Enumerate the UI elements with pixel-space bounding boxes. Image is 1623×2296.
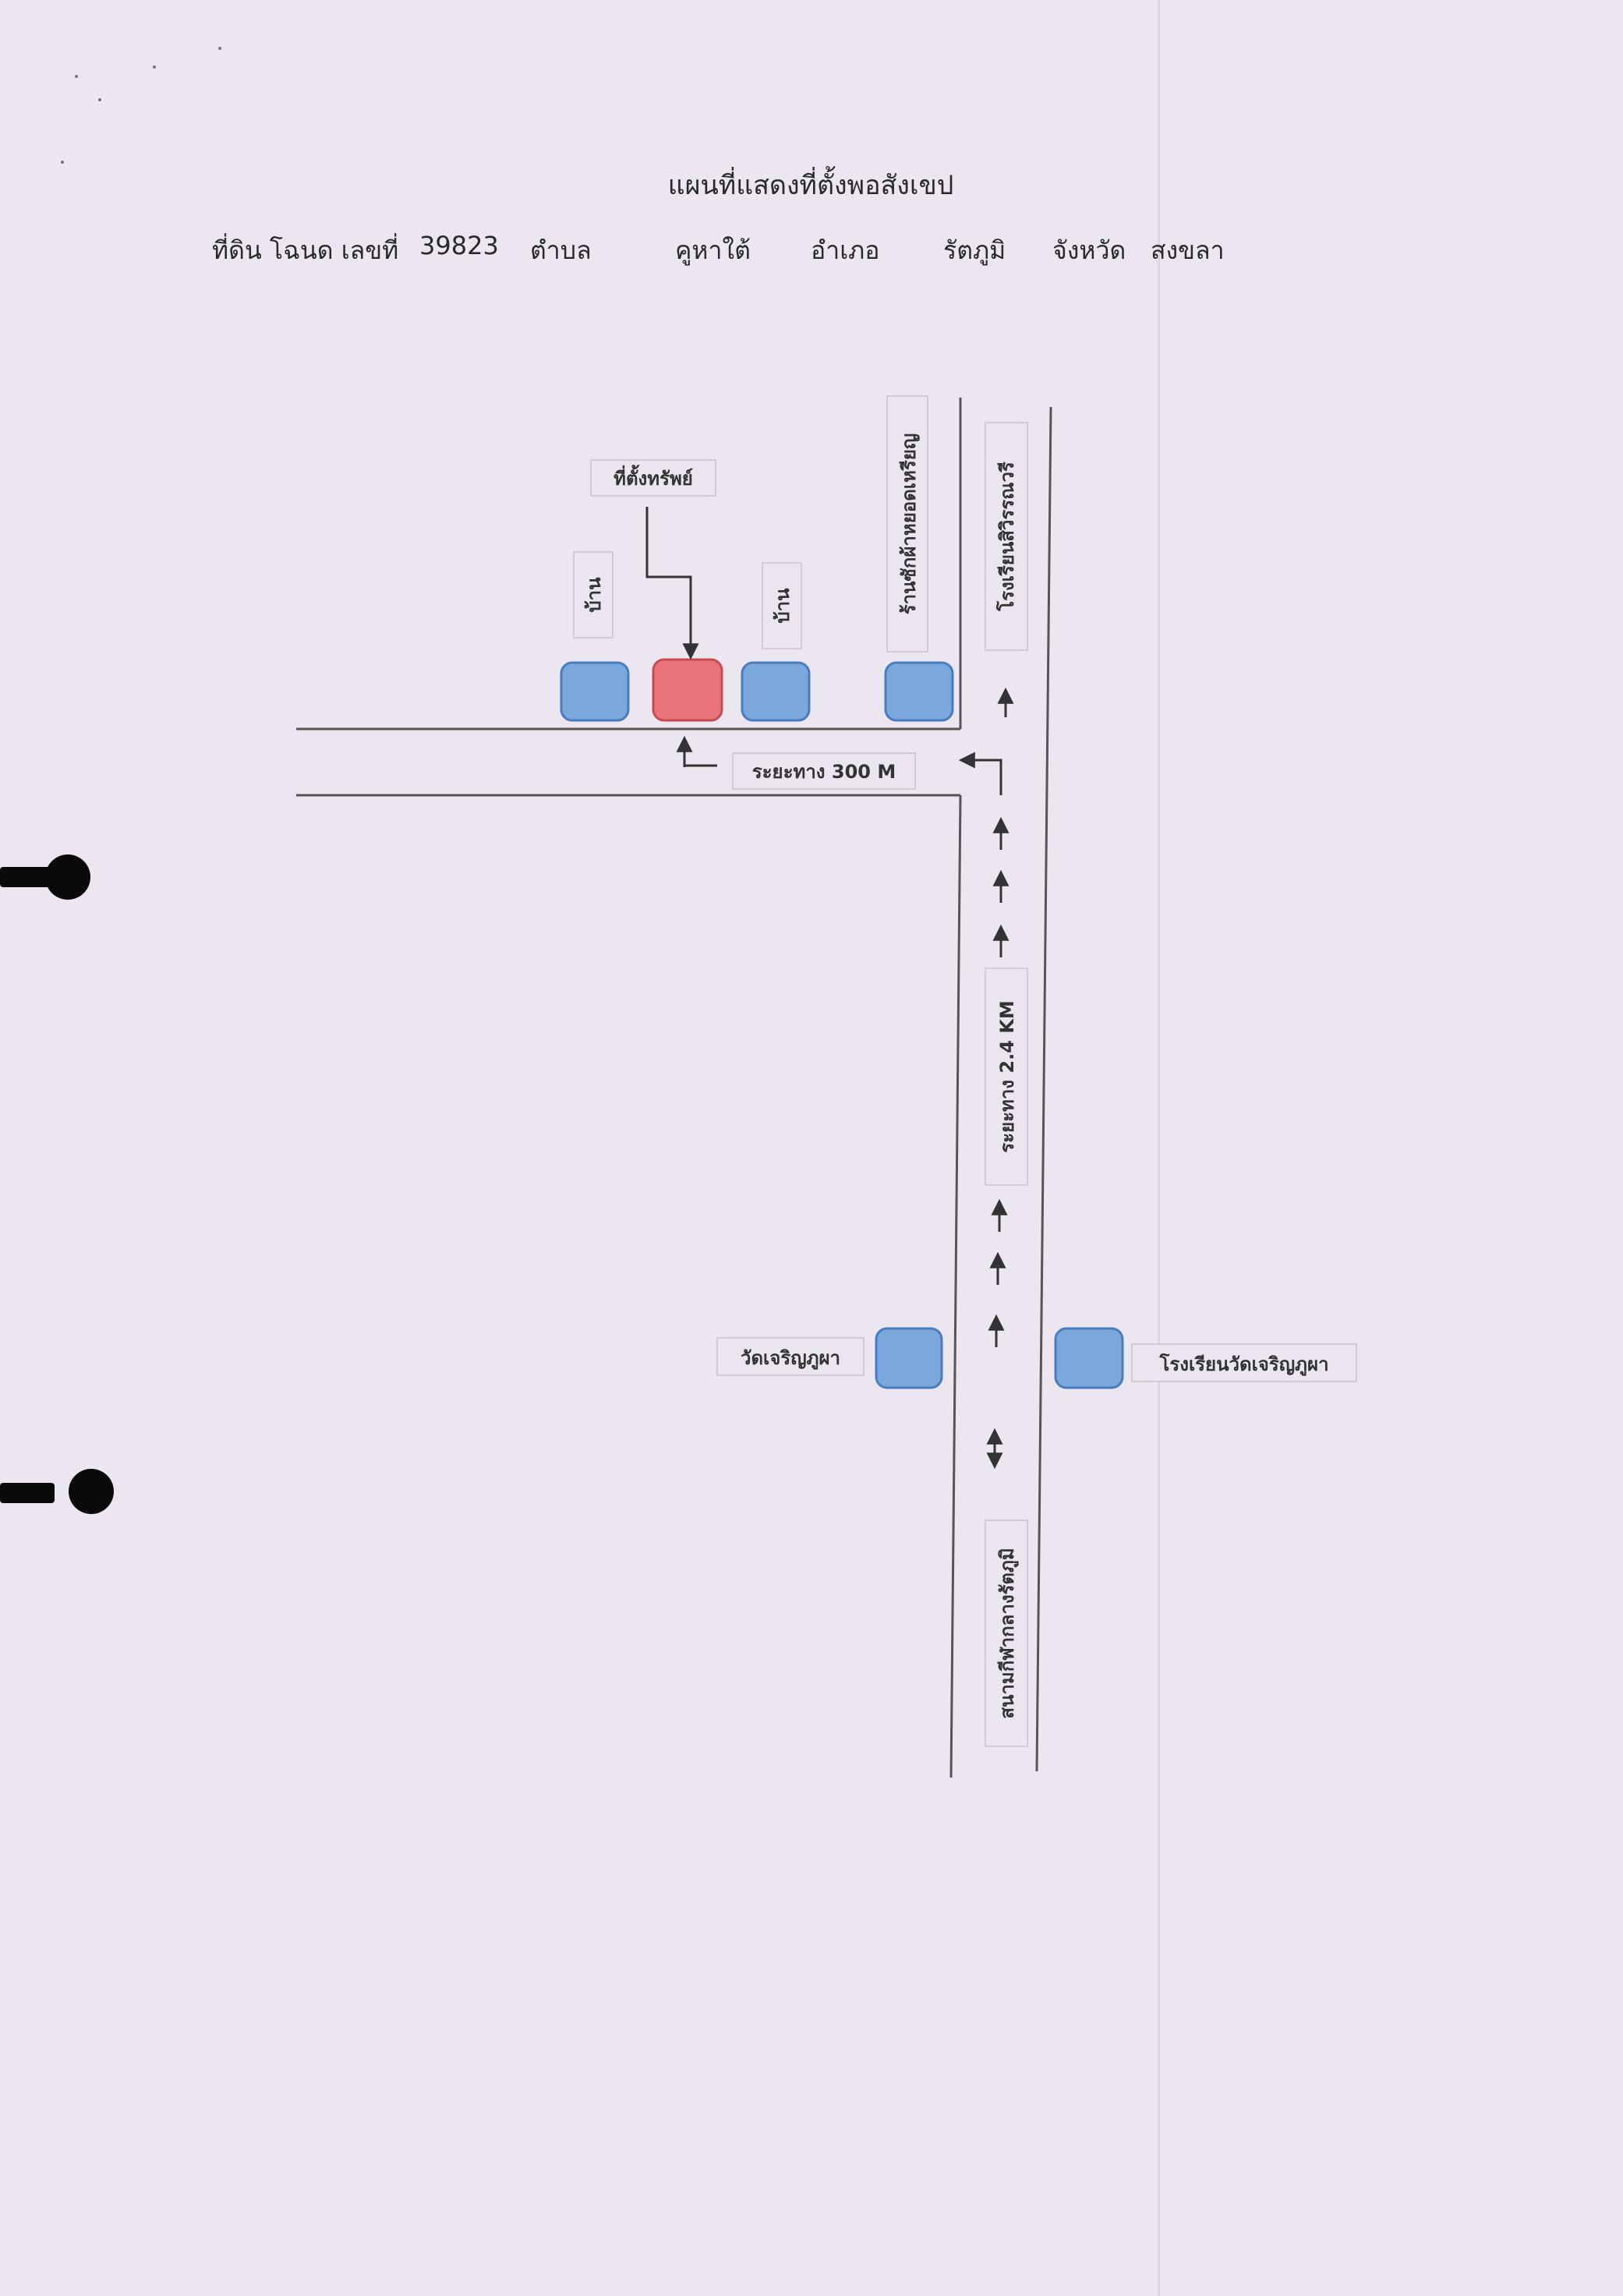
- main-road-left-edge-lower: [949, 794, 962, 1778]
- turn-arrow: [958, 752, 1002, 795]
- distance-side-road-label: ระยะทาง 300 M: [752, 761, 896, 783]
- province-value: สงขลา: [1151, 235, 1225, 265]
- deed-number: 39823: [419, 231, 499, 260]
- shop-label: ร้านซักผ้าหยอดเหรียญ: [898, 433, 920, 614]
- distance-main-road-label: ระยะทาง 2.4 KM: [996, 1000, 1018, 1152]
- house-left-label: บ้าน: [583, 577, 605, 613]
- binder-hole-tail: [0, 1483, 55, 1503]
- property-site-marker: [652, 658, 723, 722]
- pointer-arrow: [645, 507, 699, 660]
- house-left-marker: [560, 661, 630, 722]
- house-right-marker: [741, 661, 811, 722]
- binder-hole: [69, 1469, 114, 1514]
- direction-arrows: [645, 507, 1014, 1470]
- temple-label: วัดเจริญภูผา: [741, 1347, 840, 1370]
- stadium-label: สนามกีฬากลางรัตภูมิ: [996, 1548, 1019, 1718]
- subdistrict-value: คูหาใต้: [675, 235, 751, 265]
- temple-school-marker: [1054, 1327, 1124, 1389]
- shop-marker: [884, 661, 954, 722]
- temple-school-label: โรงเรียนวัดเจริญภูผา: [1158, 1353, 1328, 1376]
- property-site-label: ที่ตั้งทรัพย์: [613, 464, 693, 490]
- school-top-label: โรงเรียนสิวิรรณวรี: [995, 462, 1018, 612]
- house-right-label: บ้าน: [772, 588, 794, 624]
- subdistrict-label: ตำบล: [530, 235, 592, 265]
- main-road-right-edge: [1035, 406, 1052, 1772]
- deed-label: ที่ดิน โฉนด เลขที่: [212, 235, 399, 265]
- district-value: รัตภูมิ: [943, 235, 1006, 265]
- roads: [296, 398, 1052, 1778]
- map-title: แผนที่แสดงที่ตั้งพอสังเขป: [667, 170, 954, 201]
- district-label: อำเภอ: [811, 235, 880, 265]
- province-label: จังหวัด: [1052, 235, 1126, 265]
- binder-hole: [45, 854, 90, 900]
- temple-marker: [875, 1327, 943, 1389]
- label-boxes: [573, 395, 1357, 1747]
